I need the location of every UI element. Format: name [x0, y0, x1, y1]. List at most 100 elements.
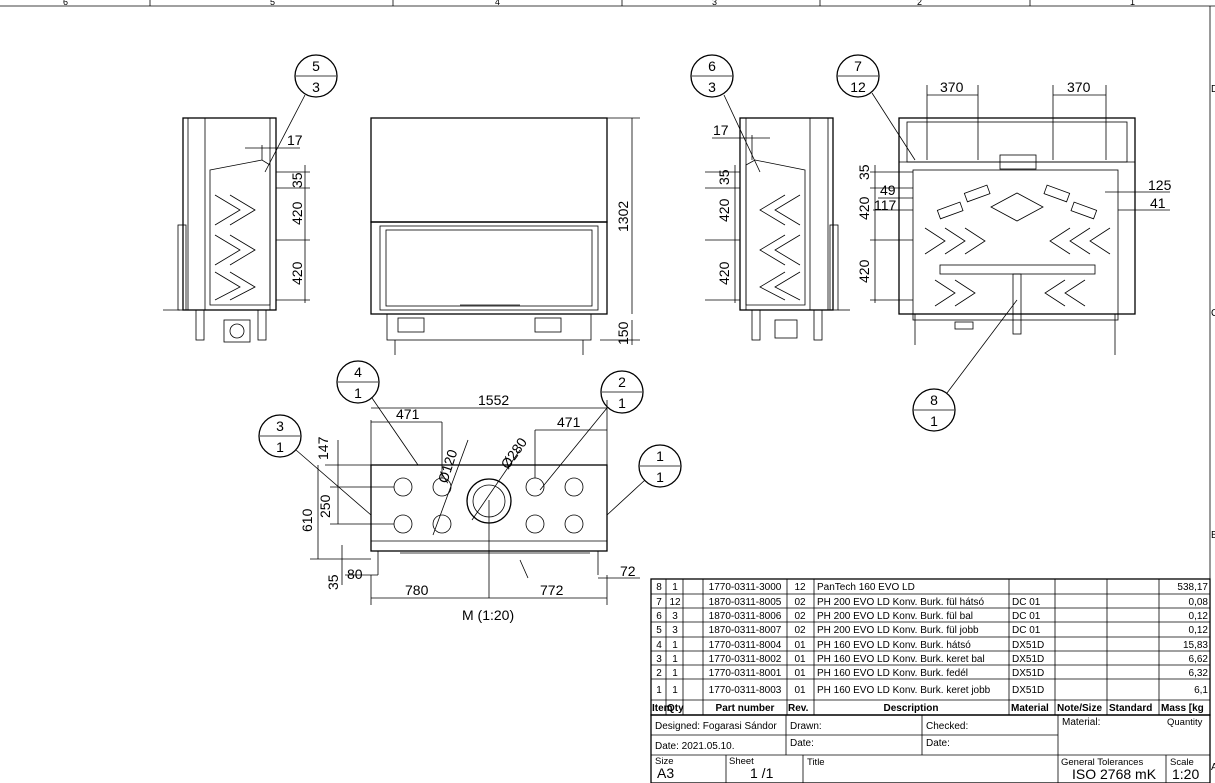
- svg-text:1: 1: [354, 385, 362, 401]
- parts-row-1: 1 1 1770-0311-8003 01 PH 160 EVO LD Konv…: [656, 685, 1208, 696]
- sheet-label: Sheet: [729, 756, 754, 767]
- svg-text:DC 01: DC 01: [1012, 611, 1041, 622]
- svg-text:6: 6: [656, 611, 662, 622]
- svg-text:538,17: 538,17: [1177, 582, 1208, 593]
- dim-rear-125: 125: [1148, 177, 1172, 193]
- border-number-5: 5: [270, 0, 275, 7]
- dim-top-147: 147: [315, 436, 331, 460]
- svg-text:Qty: Qty: [667, 703, 684, 714]
- view-caption: M (1:20): [462, 607, 514, 623]
- dim-rear-420-b: 420: [856, 259, 872, 283]
- parts-list: 8 1 1770-0311-3000 12 PanTech 160 EVO LD…: [650, 578, 1211, 716]
- svg-text:PanTech 160 EVO LD: PanTech 160 EVO LD: [817, 582, 915, 593]
- dim-rear-41: 41: [1150, 195, 1166, 211]
- parts-header-row: Item Qty Part number Rev. Description Ma…: [652, 703, 1204, 714]
- dim-top-471-right: 471: [557, 414, 581, 430]
- edge-letter-c: C: [1211, 308, 1215, 319]
- dim-top-780: 780: [405, 582, 429, 598]
- svg-text:3: 3: [312, 79, 320, 95]
- edge-letter-d: D: [1211, 84, 1215, 95]
- checked-by: Checked:: [926, 721, 968, 732]
- dim-right-420-a: 420: [716, 198, 732, 222]
- border-number-6: 6: [63, 0, 68, 7]
- svg-text:5: 5: [312, 58, 320, 74]
- svg-text:1770-0311-8001: 1770-0311-8001: [709, 668, 782, 679]
- balloon-5-3: 5 3: [264, 54, 338, 173]
- svg-text:4: 4: [656, 640, 662, 651]
- svg-text:1870-0311-8005: 1870-0311-8005: [709, 597, 782, 608]
- balloon-7-12: 7 12: [836, 54, 916, 161]
- balloon-4-1: 4 1: [336, 360, 419, 466]
- svg-text:3: 3: [708, 79, 716, 95]
- dim-right-35: 35: [716, 169, 732, 185]
- border-number-2: 2: [917, 0, 922, 7]
- svg-text:PH 160 EVO LD Konv. Burk. fedé: PH 160 EVO LD Konv. Burk. fedél: [817, 668, 968, 679]
- svg-text:02: 02: [794, 625, 806, 636]
- svg-text:12: 12: [850, 79, 866, 95]
- dim-top-35: 35: [325, 574, 341, 590]
- svg-text:1: 1: [276, 439, 284, 455]
- svg-text:PH 160 EVO LD Konv. Burk. háts: PH 160 EVO LD Konv. Burk. hátsó: [817, 640, 971, 651]
- dim-front-1302: 1302: [615, 201, 631, 232]
- svg-text:3: 3: [672, 625, 678, 636]
- balloon-3-1: 3 1: [258, 414, 372, 516]
- svg-text:6: 6: [708, 58, 716, 74]
- checked-date: Date:: [926, 738, 950, 749]
- dim-rear-370-right: 370: [1067, 79, 1091, 95]
- designed-date: Date: 2021.05.10.: [655, 741, 735, 752]
- svg-text:DX51D: DX51D: [1012, 668, 1044, 679]
- svg-text:Item: Item: [652, 703, 673, 714]
- svg-text:1: 1: [656, 448, 664, 464]
- dim-rear-420-a: 420: [856, 196, 872, 220]
- right-side-view: 17 35 420 420: [705, 117, 850, 341]
- title-label: Title: [807, 757, 825, 768]
- svg-text:1870-0311-8006: 1870-0311-8006: [709, 611, 782, 622]
- svg-text:01: 01: [794, 640, 806, 651]
- sheet-value: 1 /1: [750, 765, 774, 781]
- svg-text:1870-0311-8007: 1870-0311-8007: [709, 625, 782, 636]
- svg-text:12: 12: [794, 582, 806, 593]
- svg-text:DX51D: DX51D: [1012, 685, 1044, 696]
- svg-text:1: 1: [656, 469, 664, 485]
- svg-text:Note/Size: Note/Size: [1057, 703, 1102, 714]
- parts-row-4: 4 1 1770-0311-8004 01 PH 160 EVO LD Konv…: [656, 640, 1208, 651]
- border-number-3: 3: [712, 0, 717, 7]
- rear-view: 370 370 35 49 117 420 420 125 41: [856, 79, 1172, 355]
- balloon-8-1: 8 1: [912, 299, 1018, 432]
- dim-rear-35: 35: [856, 164, 872, 180]
- svg-text:2: 2: [618, 374, 626, 390]
- svg-text:PH 160 EVO LD Konv. Burk. kere: PH 160 EVO LD Konv. Burk. keret bal: [817, 654, 985, 665]
- parts-row-7: 7 12 1870-0311-8005 02 PH 200 EVO LD Kon…: [656, 597, 1208, 608]
- dim-right-17: 17: [713, 122, 729, 138]
- svg-text:7: 7: [854, 58, 862, 74]
- material-label: Material:: [1062, 717, 1100, 728]
- dim-right-420-b: 420: [716, 261, 732, 285]
- svg-text:DX51D: DX51D: [1012, 640, 1044, 651]
- svg-text:12: 12: [669, 597, 681, 608]
- dim-top-471-left: 471: [396, 406, 420, 422]
- svg-text:Part number: Part number: [716, 703, 775, 714]
- callout-balloons: 5 3 6 3 7 12 4 1 2 1: [258, 54, 1018, 516]
- svg-text:0,12: 0,12: [1189, 611, 1209, 622]
- dim-front-150: 150: [615, 321, 631, 345]
- svg-text:DC 01: DC 01: [1012, 597, 1041, 608]
- svg-text:02: 02: [794, 597, 806, 608]
- svg-text:1770-0311-8002: 1770-0311-8002: [709, 654, 782, 665]
- top-view: 1552 471 471 Ø120 Ø280 147 250 610 35 80…: [299, 392, 640, 623]
- quantity-label: Quantity: [1167, 717, 1203, 728]
- svg-text:Material: Material: [1011, 703, 1049, 714]
- parts-row-3: 3 1 1770-0311-8002 01 PH 160 EVO LD Konv…: [656, 654, 1208, 665]
- dim-top-1552: 1552: [478, 392, 509, 408]
- dim-left-420-b: 420: [289, 261, 305, 285]
- scale-value: 1:20: [1172, 766, 1199, 782]
- left-side-view: 17 35 420 420: [163, 117, 310, 343]
- dim-rear-117: 117: [874, 197, 897, 213]
- svg-text:Rev.: Rev.: [788, 703, 809, 714]
- svg-text:02: 02: [794, 611, 806, 622]
- border-number-1: 1: [1130, 0, 1135, 7]
- edge-letter-b: B: [1211, 530, 1215, 541]
- svg-text:1770-0311-8004: 1770-0311-8004: [709, 640, 782, 651]
- svg-text:1: 1: [672, 685, 678, 696]
- svg-text:3: 3: [672, 611, 678, 622]
